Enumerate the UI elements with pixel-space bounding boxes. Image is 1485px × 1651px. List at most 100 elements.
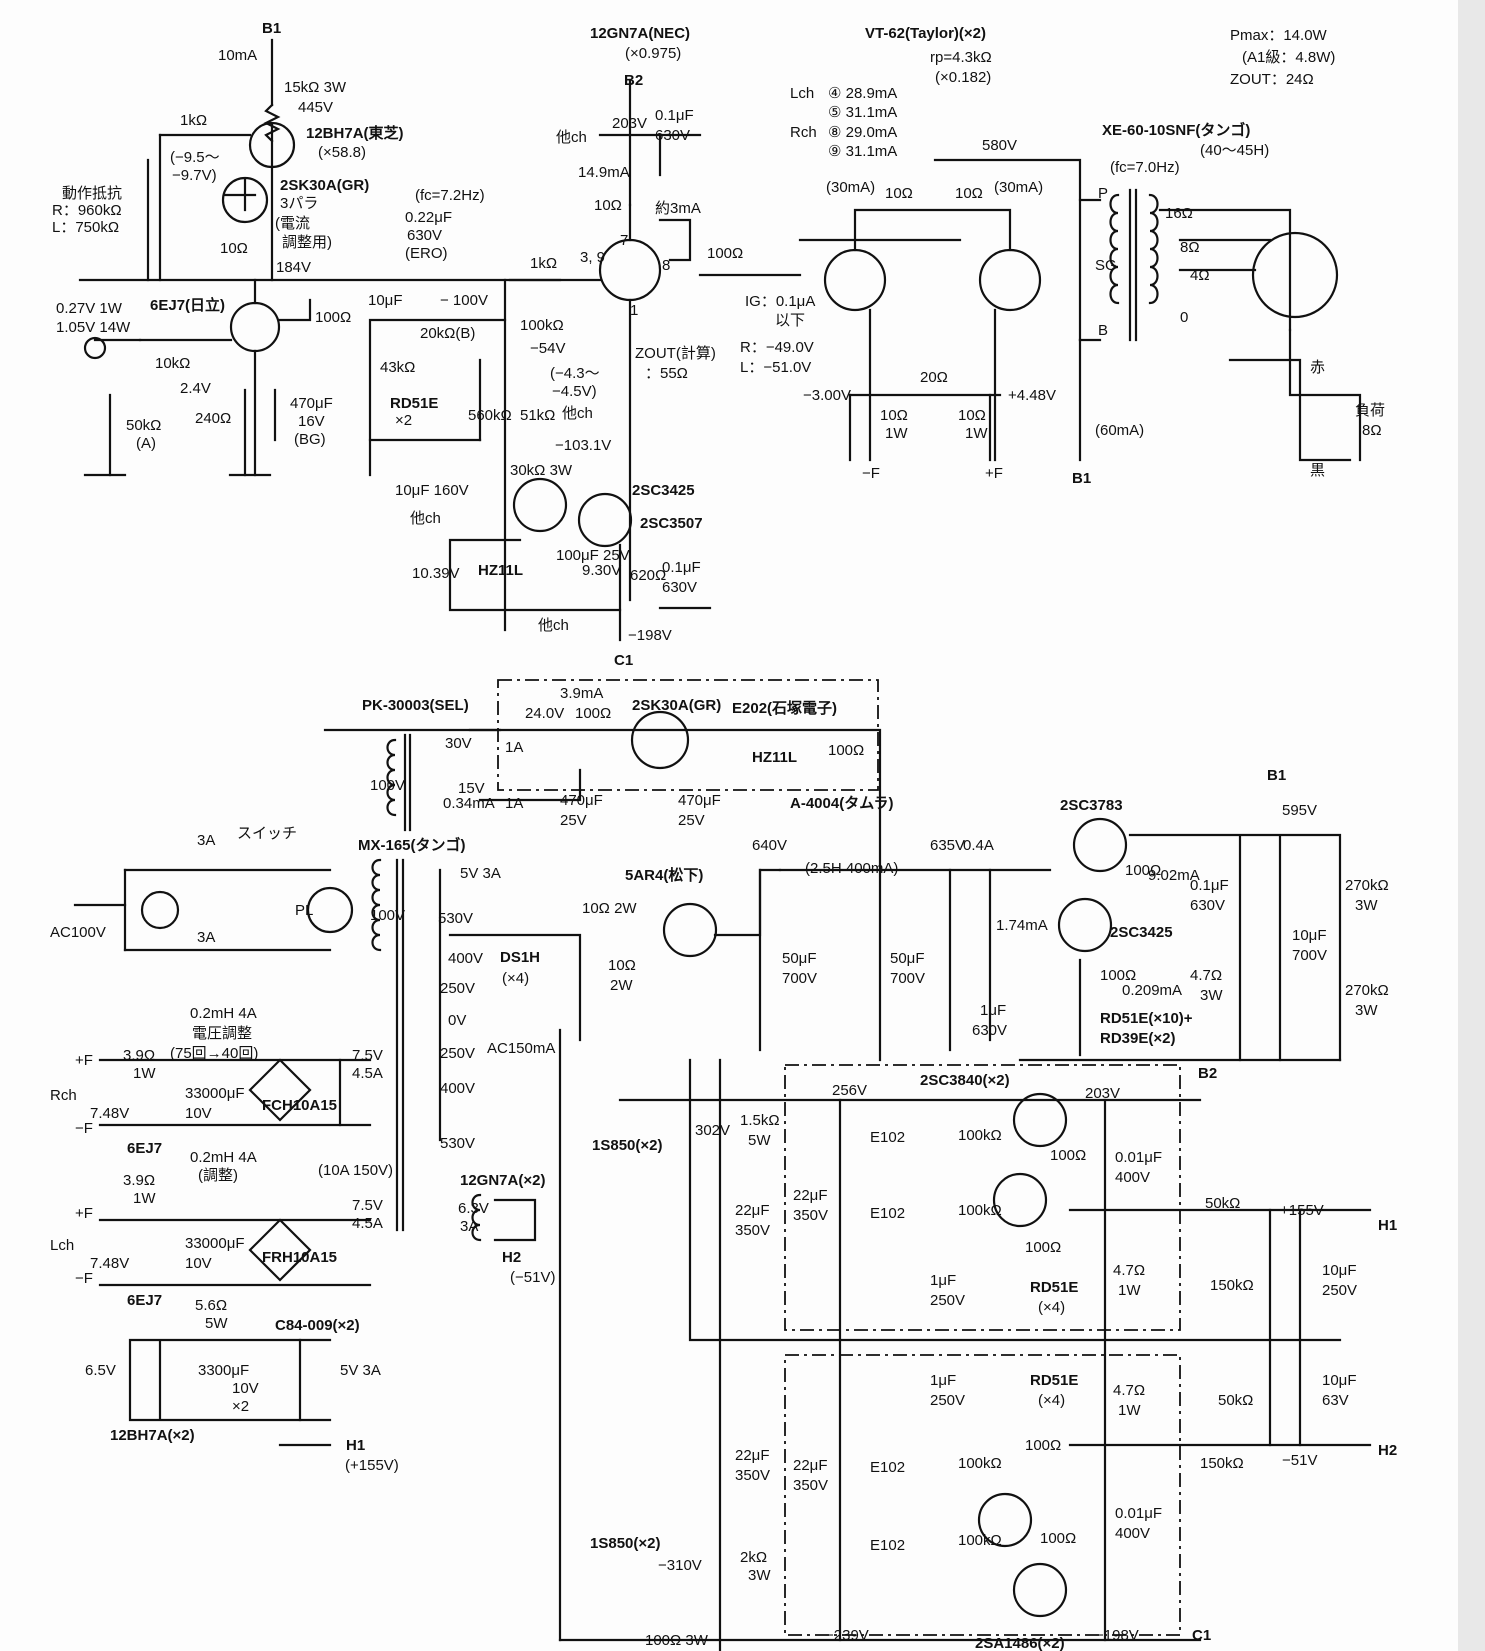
label-lch-45a: 4.5A [352, 1215, 383, 1232]
label-r10w2: 10Ω [958, 407, 986, 424]
label-neg-e102b: E102 [870, 1537, 905, 1554]
label-c01: 0.1μF [655, 107, 694, 124]
tube-6ej7-symbol [229, 301, 281, 353]
label-r10w1: 10Ω [880, 407, 908, 424]
label-neg-r50k: 50kΩ [1218, 1392, 1253, 1409]
label-mx-100v: 100V [370, 907, 405, 924]
label-zout-calc: ZOUT(計算) [635, 344, 716, 362]
label-driver-r100: 100Ω [707, 245, 743, 262]
label-reg-c22av: 350V [793, 1207, 828, 1224]
label-otherch-3: 他ch [410, 510, 441, 527]
label-c50av: 700V [782, 970, 817, 987]
label-198v-drv: −198V [628, 627, 672, 644]
label-1031v: −103.1V [555, 437, 611, 454]
label-neg-c001: 0.01μF [1115, 1505, 1162, 1522]
label-640v: 640V [752, 837, 787, 854]
label-c470a: 470μF [560, 792, 603, 809]
label-vrange: (−9.5〜 [170, 149, 220, 166]
label-fc70: (fc=7.0Hz) [1110, 159, 1180, 176]
label-pl: PL [295, 902, 313, 919]
label-c50a: 50μF [782, 950, 817, 967]
label-r15k: 15kΩ 3W [284, 79, 347, 96]
input-stage [78, 38, 562, 477]
label-neg51v: −51V [1282, 1452, 1317, 1469]
label-opres-l: L：750kΩ [52, 219, 119, 236]
label-10ma: 10mA [218, 47, 257, 64]
label-neg-c10v: 63V [1322, 1392, 1349, 1409]
label-out-r10b: 10Ω [955, 185, 983, 202]
fet-2sk30a-bias [630, 710, 690, 770]
label-184v: 184V [276, 259, 311, 276]
label-r10w1b: 1W [885, 425, 908, 442]
label-6ej7: 6EJ7(日立) [150, 296, 225, 314]
label-12gn7a-mu: (×0.975) [625, 45, 681, 62]
label-l02mh: 0.2mH 4A [190, 1005, 257, 1022]
label-out-mf: −F [862, 465, 880, 482]
label-rch-6ej7: 6EJ7 [127, 1140, 162, 1157]
label-switch: スイッチ [237, 825, 297, 842]
label-tap4: 4Ω [1190, 267, 1210, 284]
label-r10-2w: 10Ω 2W [582, 900, 637, 917]
label-r240: 240Ω [195, 410, 231, 427]
label-r10b-2w: 2W [610, 977, 633, 994]
label-ps-r47w: 3W [1200, 987, 1223, 1004]
label-xfmr-range: (40〜45H) [1200, 142, 1269, 159]
bridge-rectifier-lch [248, 1218, 312, 1282]
fet-2sk30a-symbol [223, 178, 257, 212]
label-400v-b: 400V [440, 1080, 475, 1097]
label-c022: 0.22μF [405, 209, 452, 226]
transistor-2sc3840-a [1012, 1092, 1068, 1148]
label-neg-c22bv: 350V [735, 1467, 770, 1484]
label-580v: 580V [982, 137, 1017, 154]
label-e102-b: E102 [870, 1205, 905, 1222]
label-neg-rd51e: RD51E [1030, 1372, 1078, 1389]
output-transformer-secondary [1148, 193, 1159, 305]
label-2sc3840: 2SC3840(×2) [920, 1072, 1010, 1089]
label-2sc3425-reg: 2SC3425 [1110, 924, 1173, 941]
label-r39: 3.9Ω [123, 1047, 155, 1064]
label-reg-c1v: 630V [972, 1022, 1007, 1039]
label-neg-c1: 1μF [930, 1372, 956, 1389]
label-r10b: 10Ω [608, 957, 636, 974]
main-power [73, 817, 1342, 1232]
label-rch-pf: +F [75, 1052, 93, 1069]
label-reg-r100-b: 100Ω [1025, 1239, 1061, 1256]
label-ds1h: DS1H [500, 949, 540, 966]
label-rd51e: RD51E [390, 395, 438, 412]
label-reg-r100b: 100Ω [1100, 967, 1136, 984]
label-ps-c10: 10μF [1292, 927, 1327, 944]
label-c470t: (BG) [294, 431, 326, 448]
label-pin1: 1 [630, 302, 638, 319]
label-reg-c22bv: 350V [735, 1222, 770, 1239]
label-15v: 15V [458, 780, 485, 797]
label-neg-r100kb: 100kΩ [958, 1532, 1002, 1549]
label-heater-h1v: (+155V) [345, 1457, 399, 1474]
label-c470av: 25V [560, 812, 587, 829]
label-1a: 1A [505, 739, 523, 756]
label-0v: 0V [448, 1012, 466, 1029]
label-12bh7a: 12BH7A(東芝) [306, 124, 404, 142]
label-r1k: 1kΩ [180, 112, 207, 129]
label-neg3v: −3.00V [803, 387, 851, 404]
label-635v: 635V [930, 837, 965, 854]
label-400v: 400V [448, 950, 483, 967]
label-out-b1: B1 [1072, 470, 1091, 487]
label-opres: 動作抵抗 [62, 185, 122, 202]
label-l4: ④ 28.9mA [828, 85, 897, 102]
heater-supplies [98, 1058, 537, 1447]
label-63v: 6.3V [458, 1200, 489, 1217]
label-12bh7a-heater: 12BH7A(×2) [110, 1427, 195, 1444]
label-2sc3783: 2SC3783 [1060, 797, 1123, 814]
label-neg-r150k: 150kΩ [1200, 1455, 1244, 1472]
label-lch-mf: −F [75, 1270, 93, 1287]
label-r10: 10Ω [220, 240, 248, 257]
label-load-r: 8Ω [1362, 422, 1382, 439]
label-reg-r47: 4.7Ω [1113, 1262, 1145, 1279]
label-reg-c1-250: 1μF [930, 1272, 956, 1289]
label-ig: IG：0.1μA [745, 293, 815, 310]
transistor-2sc3425-reg [1057, 897, 1113, 953]
label-load: 負荷 [1355, 402, 1385, 419]
label-256v: 256V [832, 1082, 867, 1099]
label-ps-c10v: 700V [1292, 947, 1327, 964]
